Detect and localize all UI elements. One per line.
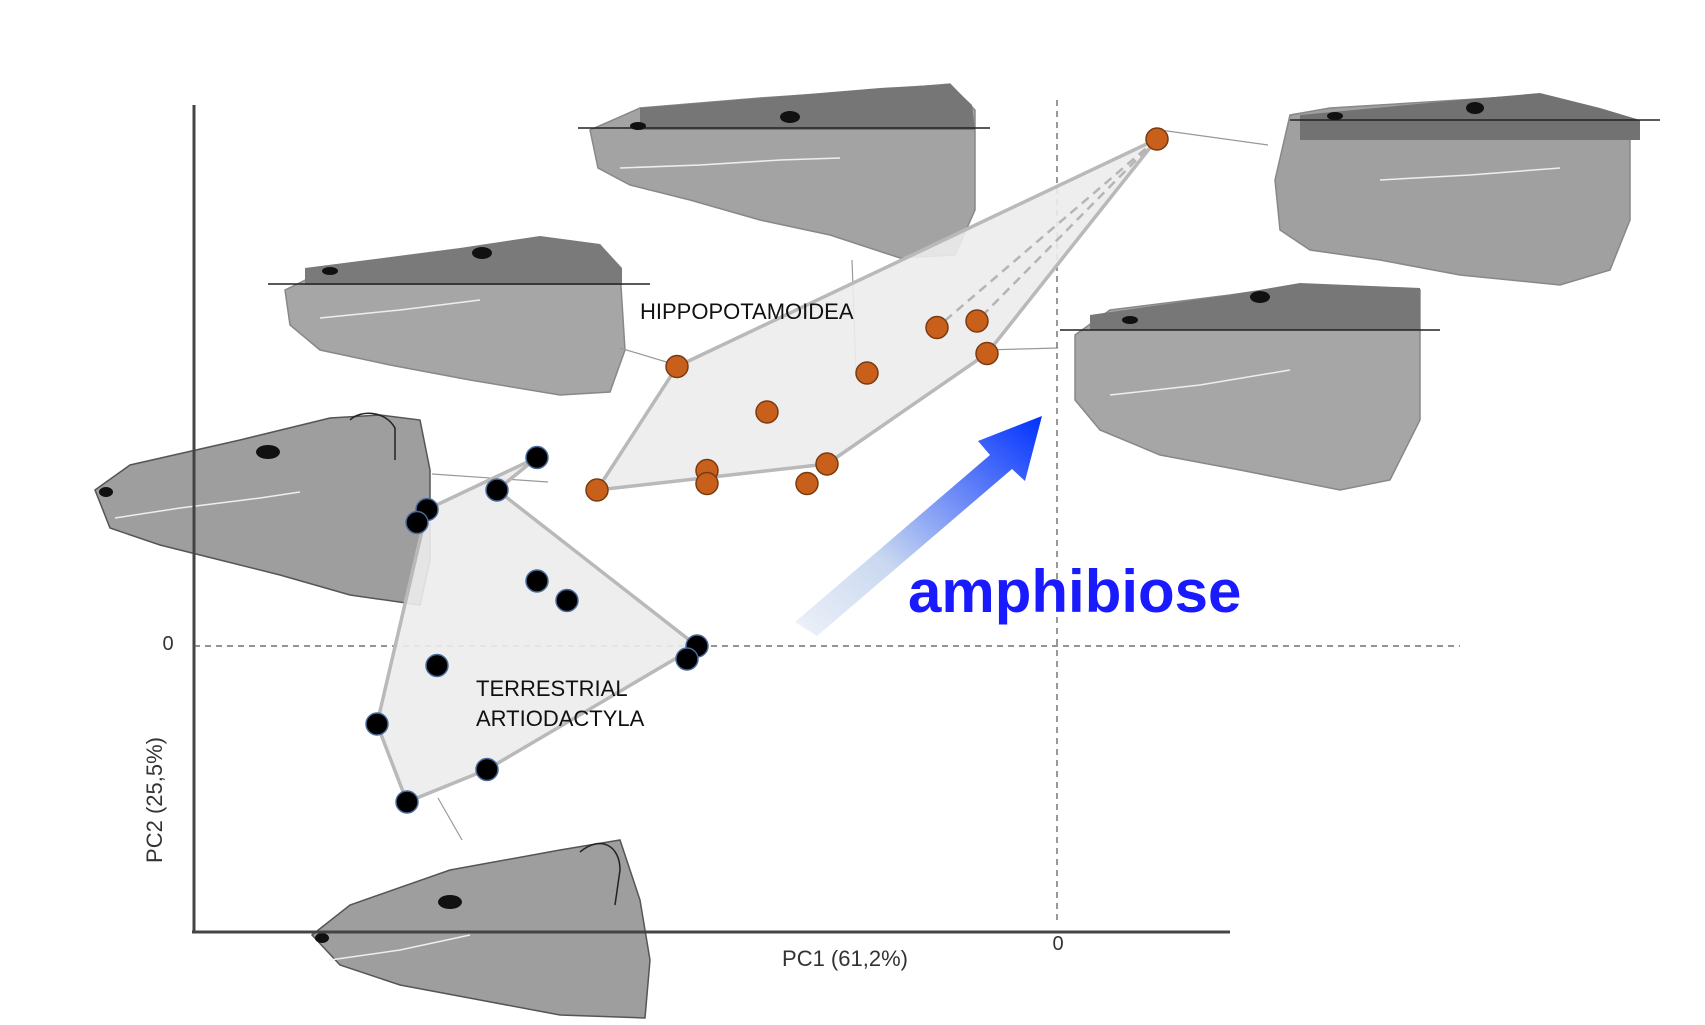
terrestrial-data-point <box>475 757 499 782</box>
terrestrial-data-point <box>485 478 509 502</box>
hull-dashed-link <box>936 138 1158 329</box>
hippo-data-point <box>1145 127 1169 151</box>
hippo-data-point <box>665 354 689 379</box>
terrestrial-data-point <box>395 790 419 814</box>
group-label-terrestrial-line1: TERRESTRIAL <box>476 676 628 701</box>
hippo-data-point <box>585 478 609 502</box>
hippo-data-point <box>815 452 839 476</box>
terrestrial-data-point <box>555 588 579 613</box>
hull-terrestrial-artiodactyla <box>375 455 699 804</box>
hull-dashed-links <box>936 138 1158 329</box>
group-label-hippopotamoidea: HIPPOPOTAMOIDEA <box>640 299 854 324</box>
skull-illustrations <box>94 83 1660 1019</box>
amphibiose-annotation: amphibiose <box>908 558 1241 625</box>
hippo-data-point <box>795 471 819 496</box>
hippo-data-point <box>695 471 719 496</box>
hippo-data-point <box>965 309 989 333</box>
terrestrial-data-point <box>405 510 429 535</box>
data-points <box>365 127 1169 814</box>
x-axis-label: PC1 (61,2%) <box>782 946 908 971</box>
skull-hippo-topright-icon <box>1274 93 1660 286</box>
terrestrial-data-point <box>425 653 449 678</box>
skull-hippo-left-icon <box>268 236 650 396</box>
terrestrial-data-point <box>365 712 389 736</box>
y-zero-label: 0 <box>162 633 173 655</box>
terrestrial-data-point <box>525 569 549 593</box>
skull-hippo-top-icon <box>578 83 990 259</box>
hull-dashed-link <box>976 138 1158 322</box>
terrestrial-data-point <box>675 647 699 671</box>
terrestrial-data-point <box>525 445 549 470</box>
amphibiose-arrow-icon <box>795 416 1042 636</box>
skull-hippo-right-icon <box>1060 283 1440 491</box>
hippo-data-point <box>975 341 999 366</box>
hippo-data-point <box>925 315 949 340</box>
skull-terrestrial-bottom-icon <box>310 839 651 1019</box>
x-zero-label: 0 <box>1052 933 1063 955</box>
hippo-data-point <box>855 361 879 385</box>
skull-terrestrial-left-icon <box>94 412 431 606</box>
hippo-data-point <box>755 400 779 424</box>
group-label-terrestrial-line2: ARTIODACTYLA <box>476 706 645 731</box>
y-axis-label: PC2 (25,5%) <box>142 737 167 863</box>
convex-hulls <box>375 137 1159 804</box>
